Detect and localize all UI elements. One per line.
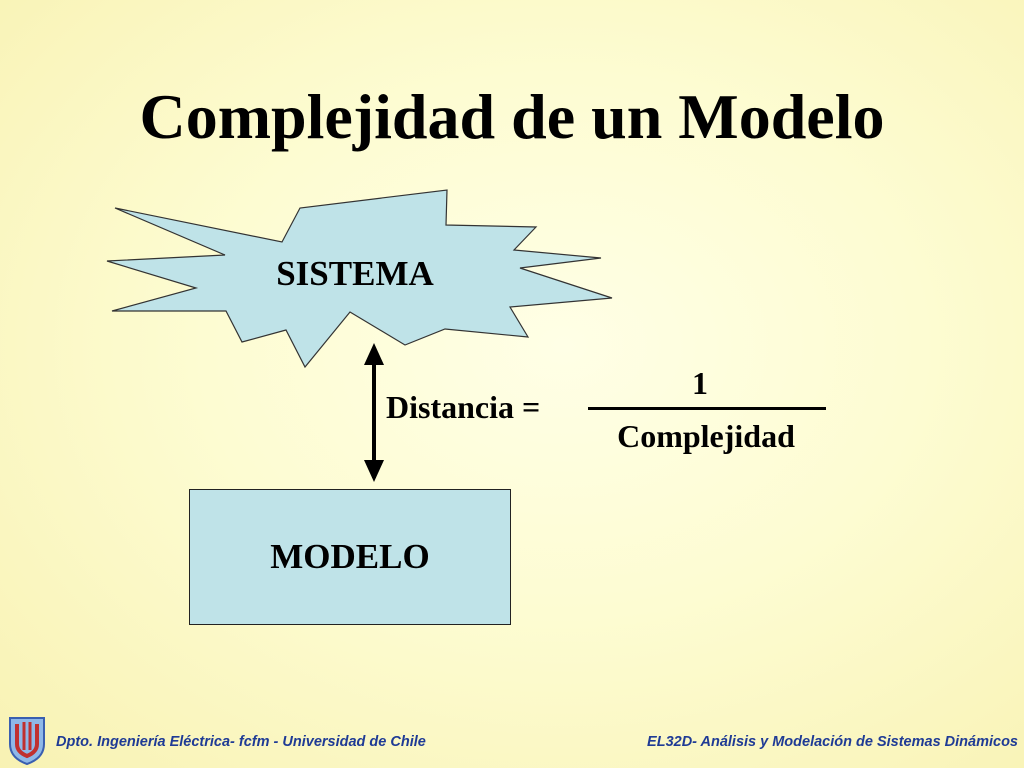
footer-course: EL32D- Análisis y Modelación de Sistemas…	[647, 734, 1018, 750]
modelo-box: MODELO	[189, 489, 511, 625]
arrow-head-bottom	[364, 460, 384, 482]
formula-numerator: 1	[692, 365, 708, 401]
sistema-starburst-shape	[106, 189, 613, 369]
modelo-label: MODELO	[270, 537, 430, 576]
sistema-label: SISTEMA	[276, 254, 434, 293]
footer-department: Dpto. Ingeniería Eléctrica- fcfm - Unive…	[56, 734, 426, 750]
formula-lhs: Distancia =	[386, 389, 541, 425]
fraction-bar	[588, 407, 826, 410]
university-logo-icon	[9, 717, 45, 766]
arrow-head-top	[364, 343, 384, 365]
formula-denominator: Complejidad	[617, 418, 795, 454]
slide-title: Complejidad de un Modelo	[139, 81, 885, 152]
